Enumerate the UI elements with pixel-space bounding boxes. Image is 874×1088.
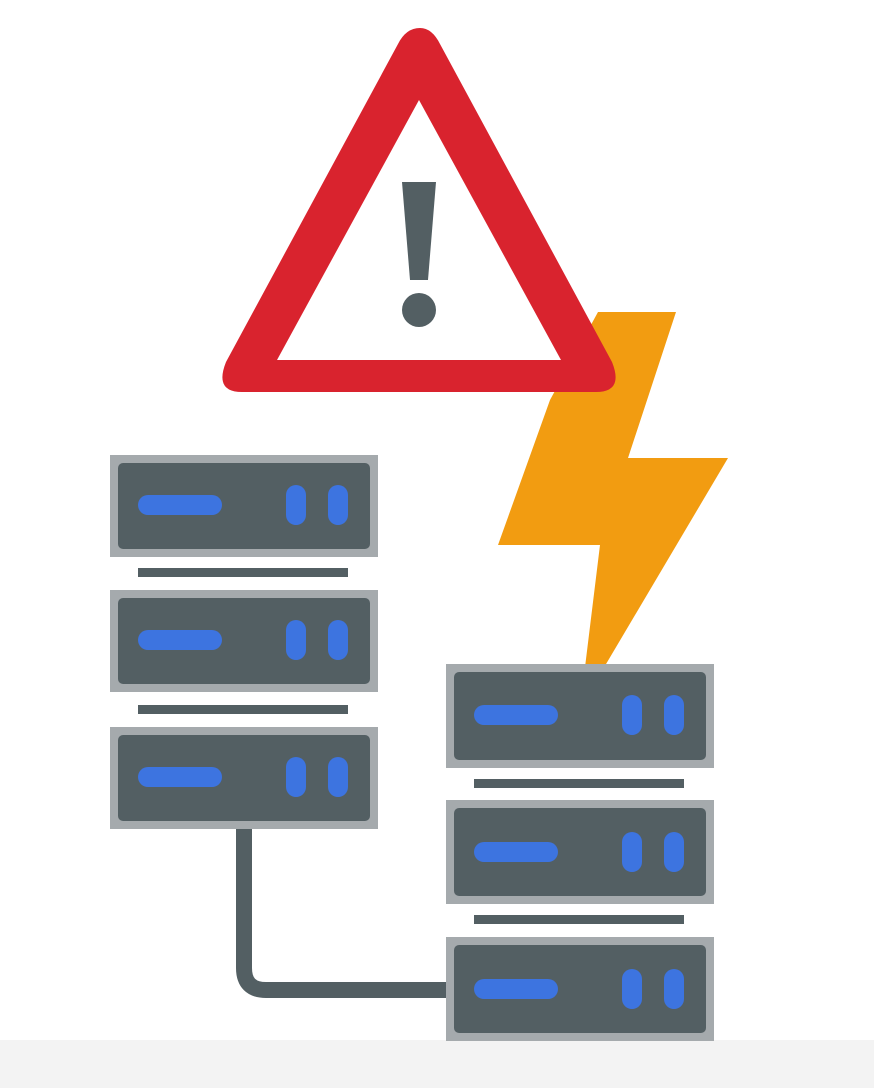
server-indicator-bar: [138, 495, 222, 515]
server-icon: [110, 727, 378, 829]
server-indicator-light: [328, 757, 348, 797]
server-indicator-bar: [138, 630, 222, 650]
server-rack-divider: [474, 915, 684, 924]
right-server-stack: [446, 664, 714, 1041]
floor-shadow: [0, 1040, 874, 1088]
server-rack-divider: [138, 705, 348, 714]
exclamation-icon: [402, 182, 436, 327]
server-indicator-bar: [474, 842, 558, 862]
server-indicator-light: [328, 485, 348, 525]
server-icon: [110, 590, 378, 692]
server-indicator-light: [286, 485, 306, 525]
network-cable: [236, 818, 458, 998]
server-indicator-light: [286, 757, 306, 797]
server-indicator-light: [622, 695, 642, 735]
server-indicator-bar: [474, 979, 558, 999]
exclamation-dot: [402, 293, 436, 327]
server-indicator-light: [664, 695, 684, 735]
server-indicator-light: [622, 969, 642, 1009]
server-indicator-bar: [474, 705, 558, 725]
server-rack-divider: [474, 779, 684, 788]
exclamation-bar: [402, 182, 436, 280]
server-indicator-light: [622, 832, 642, 872]
warning-triangle-icon: [222, 28, 616, 392]
server-indicator-light: [664, 832, 684, 872]
left-server-stack: [110, 455, 378, 829]
lightning-bolt-icon: [498, 312, 728, 708]
server-indicator-light: [328, 620, 348, 660]
server-indicator-bar: [138, 767, 222, 787]
server-indicator-light: [286, 620, 306, 660]
server-icon: [446, 664, 714, 768]
server-icon: [446, 937, 714, 1041]
server-indicator-light: [664, 969, 684, 1009]
server-rack-divider: [138, 568, 348, 577]
server-icon: [110, 455, 378, 557]
server-icon: [446, 800, 714, 904]
